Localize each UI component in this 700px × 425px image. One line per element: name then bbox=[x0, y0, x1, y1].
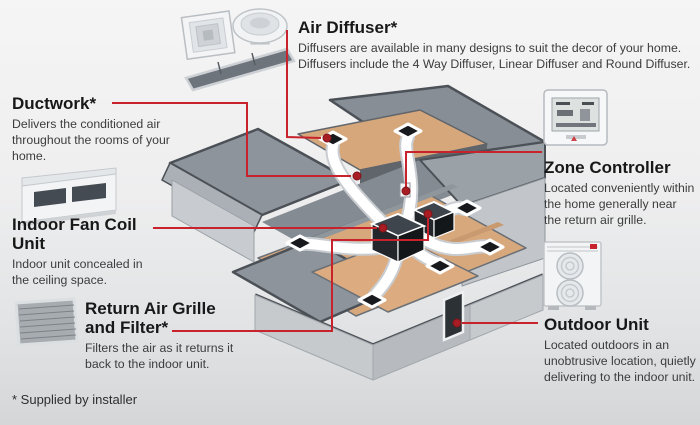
indoor-fan-coil-image bbox=[21, 167, 117, 226]
zone-controller-body: Located conveniently within the home gen… bbox=[544, 181, 695, 227]
zone-controller-image bbox=[543, 89, 608, 146]
indoor-fan-coil-title: Indoor Fan Coil Unit bbox=[12, 215, 137, 254]
linear-diffuser-icon bbox=[184, 47, 296, 92]
callout-return-air bbox=[172, 218, 429, 332]
air-diffuser-body: Diffusers are available in many designs … bbox=[298, 41, 691, 71]
ductwork-title: Ductwork* bbox=[12, 94, 97, 113]
ductwork-label: Ductwork* Delivers the conditioned air t… bbox=[12, 94, 184, 164]
return-air-grille-title: Return Air Grille and Filter* bbox=[85, 299, 216, 338]
outdoor-unit-title: Outdoor Unit bbox=[544, 315, 649, 334]
ductwork-body: Delivers the conditioned air throughout … bbox=[12, 117, 170, 163]
zone-controller-label: Zone Controller Located conveniently wit… bbox=[544, 158, 696, 228]
indoor-fan-coil-label: Indoor Fan Coil Unit Indoor unit conceal… bbox=[12, 215, 160, 289]
callout-ductwork bbox=[112, 102, 351, 177]
callout-air-diffuser bbox=[286, 30, 322, 139]
indoor-fan-coil-body: Indoor unit concealed in the ceiling spa… bbox=[12, 257, 143, 287]
installer-footnote: * Supplied by installer bbox=[12, 392, 138, 407]
air-diffuser-title: Air Diffuser* bbox=[298, 18, 398, 37]
ceiling-diffuser-vents bbox=[285, 122, 505, 309]
four-way-diffuser-icon bbox=[180, 10, 236, 61]
zone-controller-title: Zone Controller bbox=[544, 158, 671, 177]
outdoor-unit-body: Located outdoors in an unobtrusive locat… bbox=[544, 338, 696, 384]
callout-dots bbox=[322, 133, 462, 328]
outdoor-unit-image bbox=[543, 241, 602, 310]
outdoor-unit-label: Outdoor Unit Located outdoors in an unob… bbox=[544, 315, 698, 385]
callout-zone-controller bbox=[405, 151, 542, 188]
outdoor-unit-panel bbox=[442, 290, 465, 342]
air-diffuser-label: Air Diffuser* Diffusers are available in… bbox=[298, 18, 698, 73]
return-air-grille-label: Return Air Grille and Filter* Filters th… bbox=[85, 299, 235, 373]
round-diffuser-icon bbox=[232, 8, 288, 45]
return-air-grille-body: Filters the air as it returns it back to… bbox=[85, 341, 234, 371]
return-air-grille-image bbox=[14, 297, 79, 347]
callout-lines bbox=[112, 30, 542, 332]
